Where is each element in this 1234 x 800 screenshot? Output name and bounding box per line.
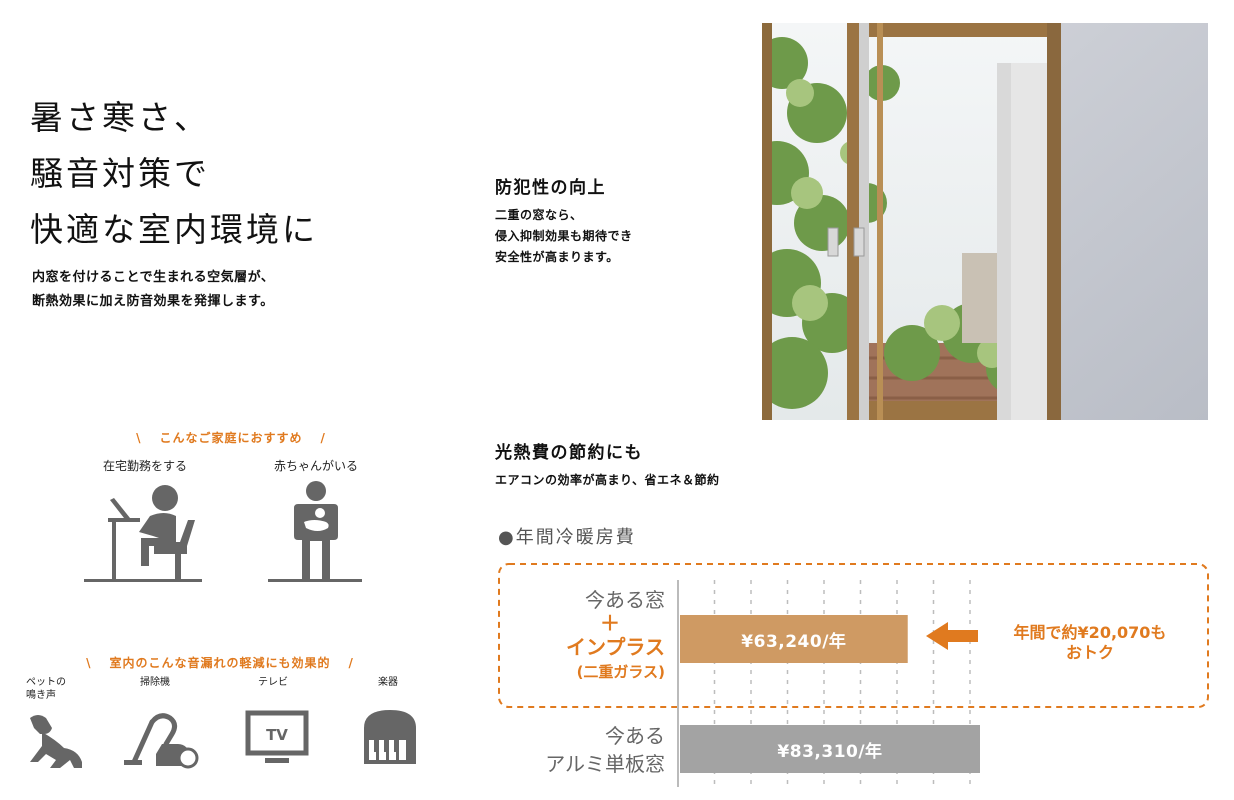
plus-sign: ＋ (600, 611, 620, 635)
category-label-line: 今ある窓 (585, 588, 665, 612)
slash-left: \ (86, 656, 92, 670)
recommend-label-baby: 赤ちゃんがいる (273, 459, 358, 473)
security-body-line: 安全性が高まります。 (495, 250, 619, 264)
savings-callout-line: おトク (1065, 643, 1114, 662)
slash-right: / (348, 656, 354, 670)
security-title: 防犯性の向上 (495, 178, 606, 198)
noise-title: 室内のこんな音漏れの軽減にも効果的 (109, 656, 331, 670)
category-label-line: (二重ガラス) (576, 663, 665, 681)
headline-line: 快適な室内環境に (30, 210, 318, 249)
tv-icon: TV (245, 710, 309, 763)
security-body: 二重の窓なら、 侵入抑制効果も期待でき 安全性が高まります。 (495, 205, 633, 268)
piano-icon (364, 710, 416, 764)
category-label-line: 今ある (605, 724, 665, 748)
bar-value-label-inplus: ¥63,240/年 (741, 632, 847, 652)
noise-label-instrument: 楽器 (378, 677, 398, 688)
category-label-line: インプラス (566, 635, 665, 659)
savings-callout: 年間で約¥20,070も おトク (980, 623, 1200, 663)
recommend-heading: \ こんなご家庭におすすめ / (0, 429, 462, 446)
lead-line: 断熱効果に加え防音効果を発揮します。 (32, 294, 274, 309)
security-body-line: 二重の窓なら、 (495, 208, 583, 222)
recommend-title: こんなご家庭におすすめ (159, 431, 303, 445)
category-label-aluminum: 今ある アルミ単板窓 (500, 722, 665, 778)
category-label-inplus: 今ある窓 ＋ インプラス (二重ガラス) (500, 588, 665, 684)
noise-label-pet: ペットの 鳴き声 (26, 677, 66, 701)
savings-body: エアコンの効率が高まり、省エネ＆節約 (495, 473, 720, 487)
category-label-line: アルミ単板窓 (545, 752, 665, 776)
remote-work-icon (84, 485, 202, 582)
slash-left: \ (136, 431, 142, 445)
headline-line: 暑さ寒さ、 (30, 98, 210, 137)
dog-icon (30, 715, 82, 768)
noise-label-vacuum: 掃除機 (140, 677, 170, 688)
headline: 暑さ寒さ、 騒音対策で 快適な室内環境に (30, 90, 318, 258)
savings-arrow-icon (926, 622, 978, 650)
noise-label-tv: テレビ (258, 677, 288, 688)
window-photo (762, 23, 1208, 420)
savings-title: 光熱費の節約にも (495, 443, 643, 463)
tv-label: TV (266, 726, 288, 744)
lead-text: 内窓を付けることで生まれる空気層が、 断熱効果に加え防音効果を発揮します。 (32, 266, 274, 314)
security-body-line: 侵入抑制効果も期待でき (495, 229, 633, 243)
parent-with-baby-icon (268, 481, 362, 582)
chart-title: ●年間冷暖房費 (498, 527, 636, 548)
slash-right: / (320, 431, 326, 445)
lead-line: 内窓を付けることで生まれる空気層が、 (32, 270, 275, 285)
window-photo-illustration (762, 23, 1208, 420)
headline-line: 騒音対策で (30, 154, 210, 193)
bar-value-label-aluminum: ¥83,310/年 (777, 742, 883, 762)
vacuum-cleaner-icon (124, 713, 199, 769)
recommend-label-work: 在宅勤務をする (102, 459, 187, 473)
savings-callout-line: 年間で約¥20,070も (1013, 623, 1167, 642)
noise-heading: \ 室内のこんな音漏れの軽減にも効果的 / (0, 654, 440, 671)
